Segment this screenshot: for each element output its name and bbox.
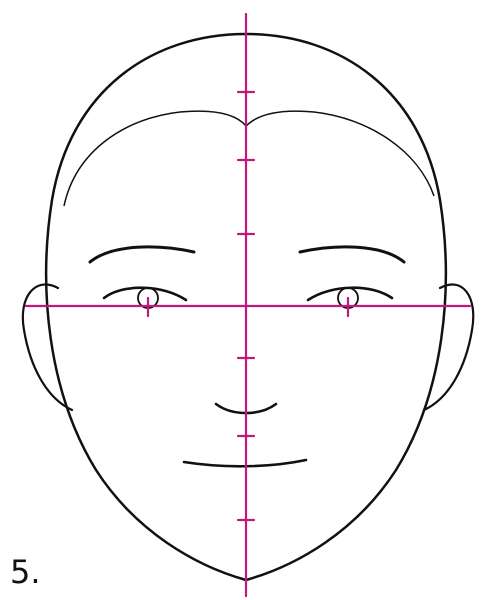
- right-eye: [308, 288, 392, 300]
- step-number: 5.: [10, 552, 41, 592]
- left-eye: [104, 288, 186, 300]
- proportion-guides: [26, 14, 470, 596]
- right-eyebrow: [300, 247, 404, 262]
- left-eyebrow: [90, 247, 194, 262]
- hairline: [64, 111, 434, 206]
